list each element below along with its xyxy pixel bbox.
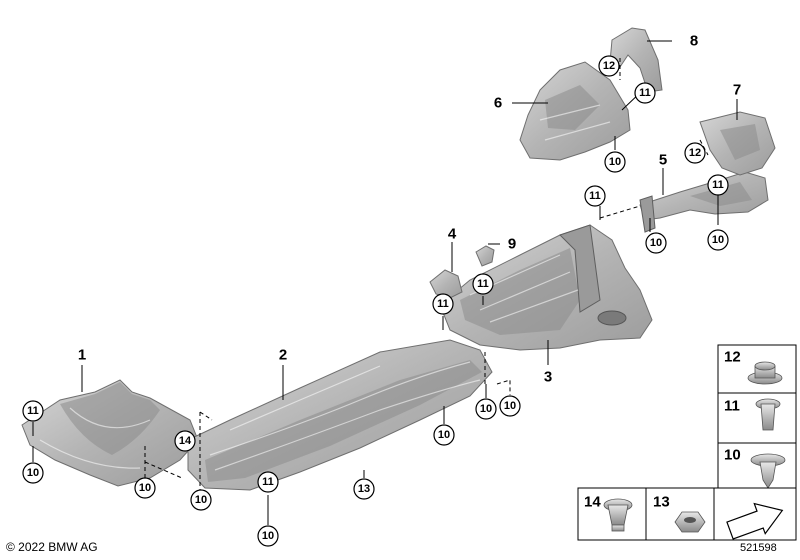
svg-text:11: 11 <box>477 278 489 290</box>
svg-text:12: 12 <box>603 60 615 72</box>
callout-10: 10 <box>707 229 729 251</box>
svg-text:10: 10 <box>650 237 662 249</box>
copyright-text: © 2022 BMW AG <box>6 540 98 554</box>
arm-5 <box>639 171 769 233</box>
svg-text:10: 10 <box>262 530 274 542</box>
callout-11: 11 <box>634 82 656 104</box>
svg-text:10: 10 <box>27 467 39 479</box>
part-label-1: 1 <box>78 347 86 364</box>
document-number: 521598 <box>740 542 777 554</box>
legend-label-10: 10 <box>724 447 741 464</box>
callout-10: 10 <box>190 489 212 511</box>
underbody-panel-3 <box>439 224 653 351</box>
bracket-7 <box>699 111 776 176</box>
svg-text:11: 11 <box>262 476 274 488</box>
svg-text:11: 11 <box>437 298 449 310</box>
callout-10: 10 <box>22 462 44 484</box>
svg-text:11: 11 <box>27 405 39 417</box>
part-label-4: 4 <box>448 226 457 243</box>
screw-icon <box>750 453 786 489</box>
callout-10: 10 <box>475 398 497 420</box>
svg-text:11: 11 <box>589 190 601 202</box>
legend-label-13: 13 <box>653 494 670 511</box>
callout-12: 12 <box>598 55 620 77</box>
callout-10: 10 <box>645 232 667 254</box>
callout-11: 11 <box>584 185 606 207</box>
part-label-9: 9 <box>508 236 516 253</box>
legend-cell-11 <box>717 392 797 444</box>
legend-label-11: 11 <box>724 398 740 415</box>
svg-text:10: 10 <box>609 156 621 168</box>
svg-text:10: 10 <box>195 494 207 506</box>
legend-cell-10 <box>717 442 797 489</box>
svg-text:13: 13 <box>358 483 370 495</box>
svg-text:10: 10 <box>438 429 450 441</box>
hardware-legend: 12 11 10 14 13 <box>577 344 797 541</box>
part-label-7: 7 <box>733 82 741 99</box>
heat-shield-6 <box>519 61 631 161</box>
callout-10: 10 <box>433 424 455 446</box>
callout-11: 11 <box>432 293 454 315</box>
callout-11: 11 <box>22 400 44 422</box>
grommet-icon <box>603 498 633 532</box>
part-label-6: 6 <box>494 95 502 112</box>
svg-text:10: 10 <box>712 234 724 246</box>
bracket-4 <box>429 269 463 299</box>
underbody-panel-2 <box>187 339 493 491</box>
callout-14: 14 <box>174 430 196 452</box>
part-label-2: 2 <box>279 347 287 364</box>
svg-text:10: 10 <box>480 403 492 415</box>
callout-11: 11 <box>472 273 494 295</box>
clip-nut-icon <box>755 398 781 431</box>
svg-text:11: 11 <box>639 87 651 99</box>
legend-label-12: 12 <box>724 349 741 366</box>
nut-icon <box>747 361 783 385</box>
underbody-panel-1 <box>21 379 199 487</box>
legend-cell-13 <box>645 487 715 541</box>
hex-nut-icon <box>674 511 706 533</box>
svg-text:10: 10 <box>139 482 151 494</box>
callout-11: 11 <box>707 174 729 196</box>
part-label-3: 3 <box>544 369 552 386</box>
direction-arrow-icon <box>726 502 784 540</box>
callout-10: 10 <box>257 525 279 547</box>
part-label-5: 5 <box>659 152 667 169</box>
callout-10: 10 <box>134 477 156 499</box>
callout-10: 10 <box>499 395 521 417</box>
svg-text:12: 12 <box>689 147 701 159</box>
callout-13: 13 <box>353 478 375 500</box>
callout-10: 10 <box>604 151 626 173</box>
callout-12: 12 <box>684 142 706 164</box>
bracket-8 <box>609 27 663 93</box>
bracket-9 <box>475 245 495 267</box>
legend-label-14: 14 <box>584 494 601 511</box>
svg-text:11: 11 <box>712 179 724 191</box>
part-label-8: 8 <box>690 33 698 50</box>
svg-text:10: 10 <box>504 400 516 412</box>
svg-text:14: 14 <box>179 435 192 447</box>
callout-11: 11 <box>257 471 279 493</box>
